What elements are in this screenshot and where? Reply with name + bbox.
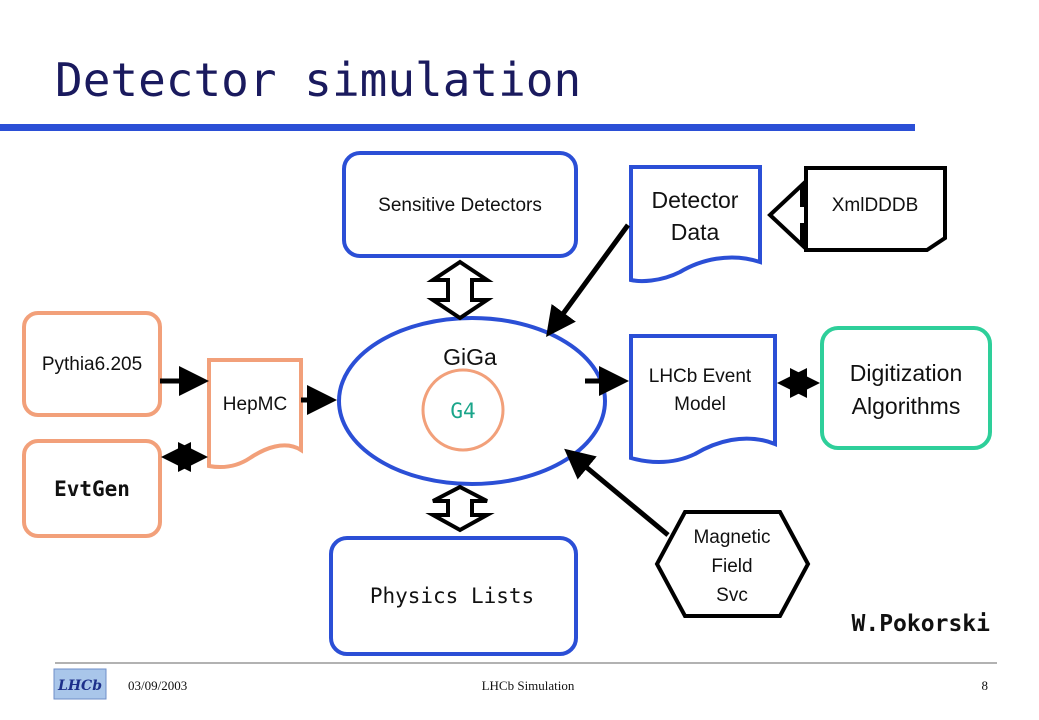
evtgen-label: EvtGen <box>54 477 130 501</box>
detector-data-doc: Detector Data <box>629 165 762 283</box>
g4-circle <box>421 368 505 452</box>
xmldddb-card: XmlDDDB <box>804 166 947 252</box>
lhcb-event-model-doc: LHCb Event Model <box>629 334 777 464</box>
detdata-to-giga-arrow <box>546 223 631 338</box>
lhcb-event-model-label-2: Model <box>674 394 726 415</box>
detector-data-label-1: Detector <box>652 187 739 213</box>
slide-title: Detector simulation <box>55 53 581 107</box>
magfield-to-giga-arrow <box>564 448 670 537</box>
sensitive-detectors-label: Sensitive Detectors <box>378 195 542 216</box>
g4-label: G4 <box>450 399 475 423</box>
digitization-box: Digitization Algorithms <box>820 326 992 450</box>
sensitive-detectors-box: Sensitive Detectors <box>342 151 578 258</box>
digitization-label-1: Digitization <box>850 360 963 386</box>
footer-page-number: 8 <box>982 678 989 693</box>
giga-label: GiGa <box>443 344 497 370</box>
detector-data-label-2: Data <box>671 219 720 245</box>
footer-date: 03/09/2003 <box>128 678 187 693</box>
evtgen-box: EvtGen <box>22 439 162 538</box>
xmldddb-to-data-arrow <box>767 180 808 250</box>
magnetic-field-label-3: Svc <box>716 585 748 606</box>
giga-physics-double-arrow <box>425 484 495 533</box>
sensdet-giga-double-arrow <box>426 259 494 321</box>
author-label: W.Pokorski <box>852 611 991 637</box>
hepmc-doc: HepMC <box>207 358 303 469</box>
physics-lists-box: Physics Lists <box>329 536 578 656</box>
giga-ellipse: GiGa G4 <box>337 316 607 486</box>
footer-center-title: LHCb Simulation <box>482 678 575 693</box>
lhcb-event-model-label-1: LHCb Event <box>649 366 752 387</box>
lhcb-logo-text: LHCb <box>57 678 102 694</box>
hepmc-label: HepMC <box>223 394 287 415</box>
pythia-label: Pythia6.205 <box>42 354 142 375</box>
title-rule <box>0 124 915 131</box>
magnetic-field-label-1: Magnetic <box>693 527 770 548</box>
lhcb-logo: LHCb <box>53 668 107 700</box>
xmldddb-label: XmlDDDB <box>832 195 919 216</box>
pythia-box: Pythia6.205 <box>22 311 162 417</box>
digitization-label-2: Algorithms <box>852 393 961 419</box>
magnetic-field-label-2: Field <box>711 556 752 577</box>
magnetic-field-hexagon: Magnetic Field Svc <box>654 510 811 618</box>
physics-lists-label: Physics Lists <box>370 584 534 608</box>
